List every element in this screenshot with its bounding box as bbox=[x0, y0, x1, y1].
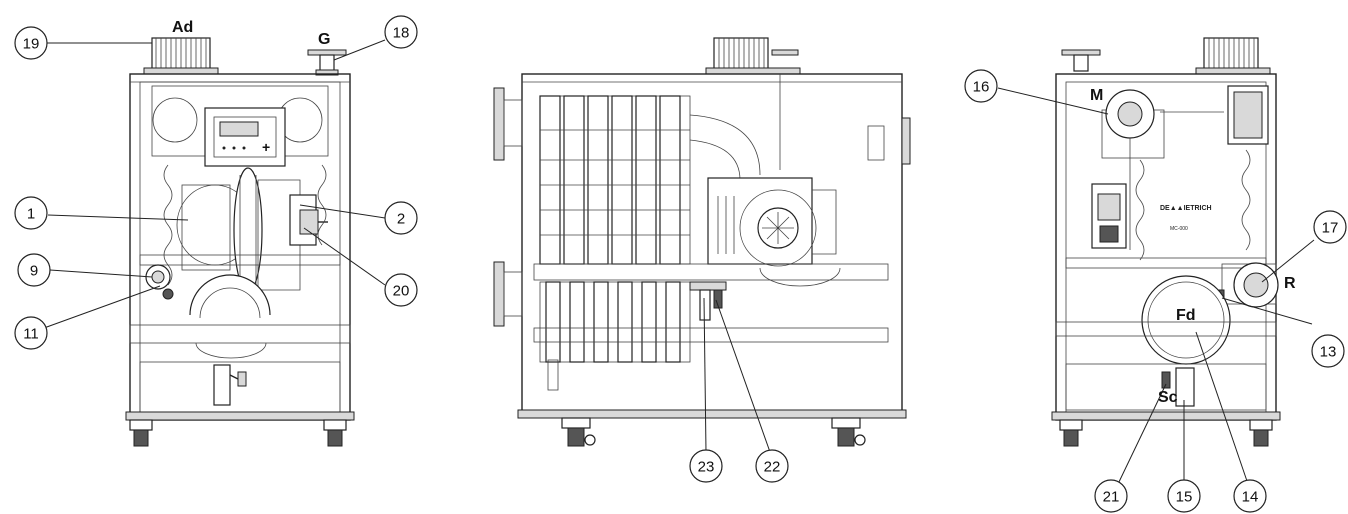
label-fd: Fd bbox=[1176, 307, 1196, 324]
callout-19: 19 bbox=[14, 26, 48, 60]
control-display bbox=[219, 121, 259, 137]
drain-pipe-front bbox=[213, 364, 247, 406]
svg-text:16: 16 bbox=[973, 79, 990, 96]
front-feet bbox=[129, 419, 347, 447]
rear-feet bbox=[1059, 419, 1273, 447]
callout-23: 23 bbox=[689, 449, 723, 483]
nameplate-brand: DE▲▲IETRICH bbox=[1160, 205, 1212, 212]
label-r: R bbox=[1284, 275, 1296, 292]
combustion-fan bbox=[707, 177, 841, 287]
svg-text:2: 2 bbox=[397, 211, 405, 228]
gas-inlet-pipe bbox=[307, 49, 347, 76]
svg-text:+: + bbox=[262, 139, 270, 155]
callout-22: 22 bbox=[755, 449, 789, 483]
nameplate: DE▲▲IETRICH MC-000 bbox=[1160, 205, 1212, 232]
svg-text:18: 18 bbox=[393, 25, 410, 42]
rear-air-intake bbox=[1195, 37, 1271, 75]
svg-text:19: 19 bbox=[23, 36, 40, 53]
svg-text:21: 21 bbox=[1103, 489, 1120, 506]
side-feet bbox=[561, 417, 866, 447]
heat-exchanger-sections bbox=[539, 95, 691, 363]
svg-text:17: 17 bbox=[1322, 220, 1339, 237]
svg-text:1: 1 bbox=[27, 206, 35, 223]
air-intake-grille bbox=[143, 37, 219, 75]
svg-text:9: 9 bbox=[30, 263, 38, 280]
svg-text:14: 14 bbox=[1242, 489, 1259, 506]
nameplate-model: MC-000 bbox=[1170, 226, 1188, 232]
rear-view: DE▲▲IETRICH MC-000 bbox=[997, 37, 1315, 485]
label-sc: Sc bbox=[1158, 389, 1178, 406]
callout-17: 17 bbox=[1313, 210, 1347, 244]
callout-21: 21 bbox=[1094, 479, 1128, 513]
burner-fan bbox=[176, 167, 301, 293]
label-g: G bbox=[318, 31, 330, 48]
callout-1: 1 bbox=[14, 196, 48, 230]
pressure-gauge bbox=[145, 264, 174, 300]
callout-9: 9 bbox=[17, 253, 51, 287]
control-panel bbox=[204, 107, 286, 167]
svg-text:23: 23 bbox=[698, 459, 715, 476]
callout-2: 2 bbox=[384, 201, 418, 235]
flange-m bbox=[1101, 89, 1165, 159]
side-air-intake bbox=[705, 37, 801, 75]
svg-text:22: 22 bbox=[764, 459, 781, 476]
svg-text:11: 11 bbox=[23, 326, 39, 343]
siphon-bowl bbox=[189, 274, 271, 319]
svg-text:20: 20 bbox=[393, 283, 410, 300]
svg-text:15: 15 bbox=[1176, 489, 1193, 506]
svg-text:13: 13 bbox=[1320, 344, 1337, 361]
callout-14: 14 bbox=[1233, 479, 1267, 513]
drain-valves bbox=[689, 281, 727, 321]
rear-gas-valve bbox=[1091, 183, 1127, 249]
callout-20: 20 bbox=[384, 273, 418, 307]
condensate-drain-sc bbox=[1161, 367, 1195, 407]
gas-valve bbox=[289, 194, 328, 246]
callout-11: 11 bbox=[14, 316, 48, 350]
flange-r bbox=[1221, 262, 1279, 308]
callout-15: 15 bbox=[1167, 479, 1201, 513]
front-view: + bbox=[43, 19, 386, 447]
label-ad: Ad bbox=[172, 19, 193, 36]
callout-18: 18 bbox=[384, 15, 418, 49]
label-m: M bbox=[1090, 87, 1103, 104]
side-view bbox=[493, 37, 911, 453]
callout-16: 16 bbox=[964, 69, 998, 103]
rear-gas-inlet bbox=[1061, 49, 1101, 72]
callout-13: 13 bbox=[1311, 334, 1345, 368]
